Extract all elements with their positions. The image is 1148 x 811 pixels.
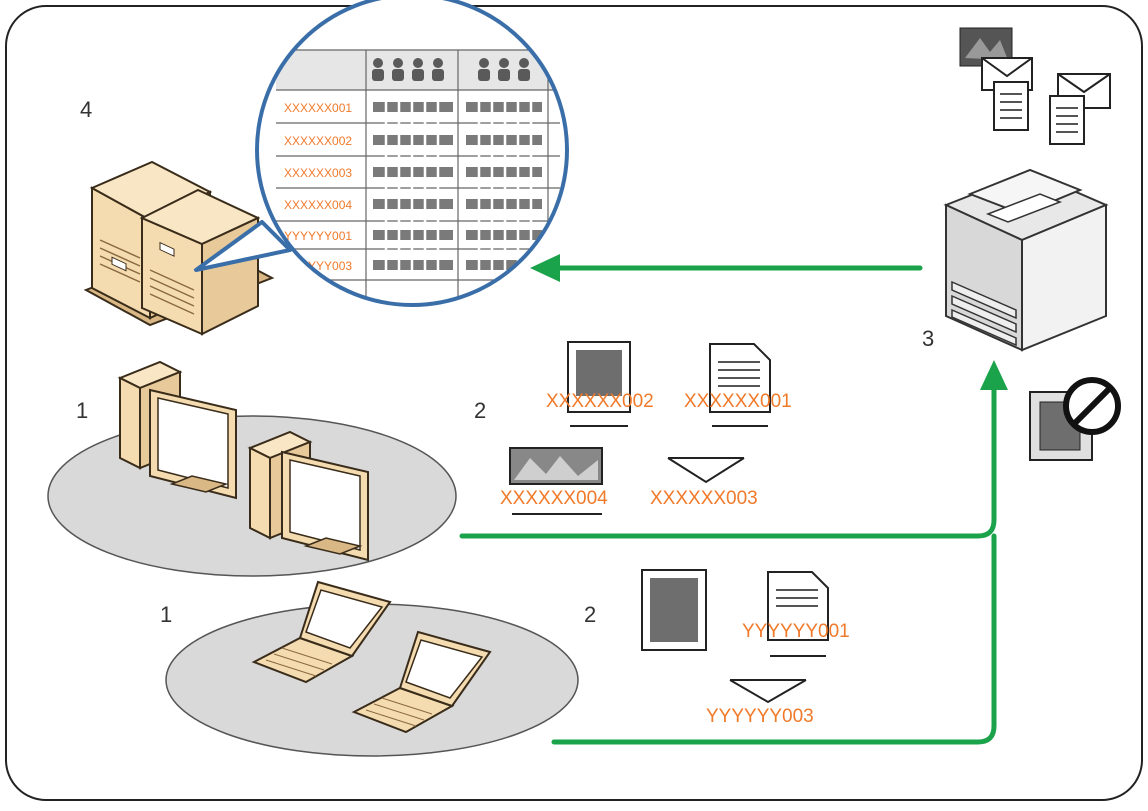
photo-document-icon <box>567 341 631 427</box>
bubble-tail <box>194 220 292 272</box>
job-id: XXXXXX003 <box>650 488 758 509</box>
text-document-icon <box>709 343 771 427</box>
table-row-id: XXXXXX003 <box>284 166 352 180</box>
server-icon <box>83 160 275 336</box>
group-icon <box>478 58 530 81</box>
arrow-head-up <box>980 360 1008 390</box>
label-printer: 3 <box>922 326 934 351</box>
desktop-computer-icon <box>117 360 237 500</box>
label-desktop-group: 1 <box>76 398 88 423</box>
label-server: 4 <box>80 97 92 122</box>
job-id: YYYYYY003 <box>706 706 814 727</box>
label-laptop-group: 1 <box>160 602 172 627</box>
job-id: YYYYYY001 <box>742 621 850 642</box>
status-table: XXXXXX001 XXXXXX002 XXXXXX003 XXXXXX004 … <box>276 49 567 305</box>
table-row-id: XXXXXX002 <box>284 134 352 148</box>
job-id: XXXXXX001 <box>684 391 792 412</box>
magnify-bubble-border <box>255 0 569 307</box>
desktop-computer-icon <box>247 430 369 562</box>
users-icon <box>372 58 444 81</box>
laptop-icon <box>351 630 492 734</box>
table-row-id: XXXXXX004 <box>284 198 352 212</box>
text-document-icon <box>767 571 829 657</box>
printer-icon <box>943 168 1109 352</box>
mail-icon <box>667 457 745 484</box>
job-id: XXXXXX002 <box>546 391 654 412</box>
label-laptop-jobs: 2 <box>584 602 596 627</box>
flow-arrows <box>459 265 997 745</box>
prohibited-icon <box>1029 377 1121 461</box>
table-row-id: YYYYYY001 <box>284 229 352 243</box>
image-document-icon <box>509 447 603 515</box>
job-id: XXXXXX004 <box>500 488 608 509</box>
arrow-head-left <box>530 254 560 282</box>
table-row-id: XXXXXX001 <box>284 101 352 115</box>
laptop-icon <box>251 580 392 684</box>
mail-icon <box>729 679 807 704</box>
photo-document-icon <box>641 569 707 651</box>
print-jobs-icon <box>959 27 1111 145</box>
label-desktop-jobs: 2 <box>474 398 486 423</box>
